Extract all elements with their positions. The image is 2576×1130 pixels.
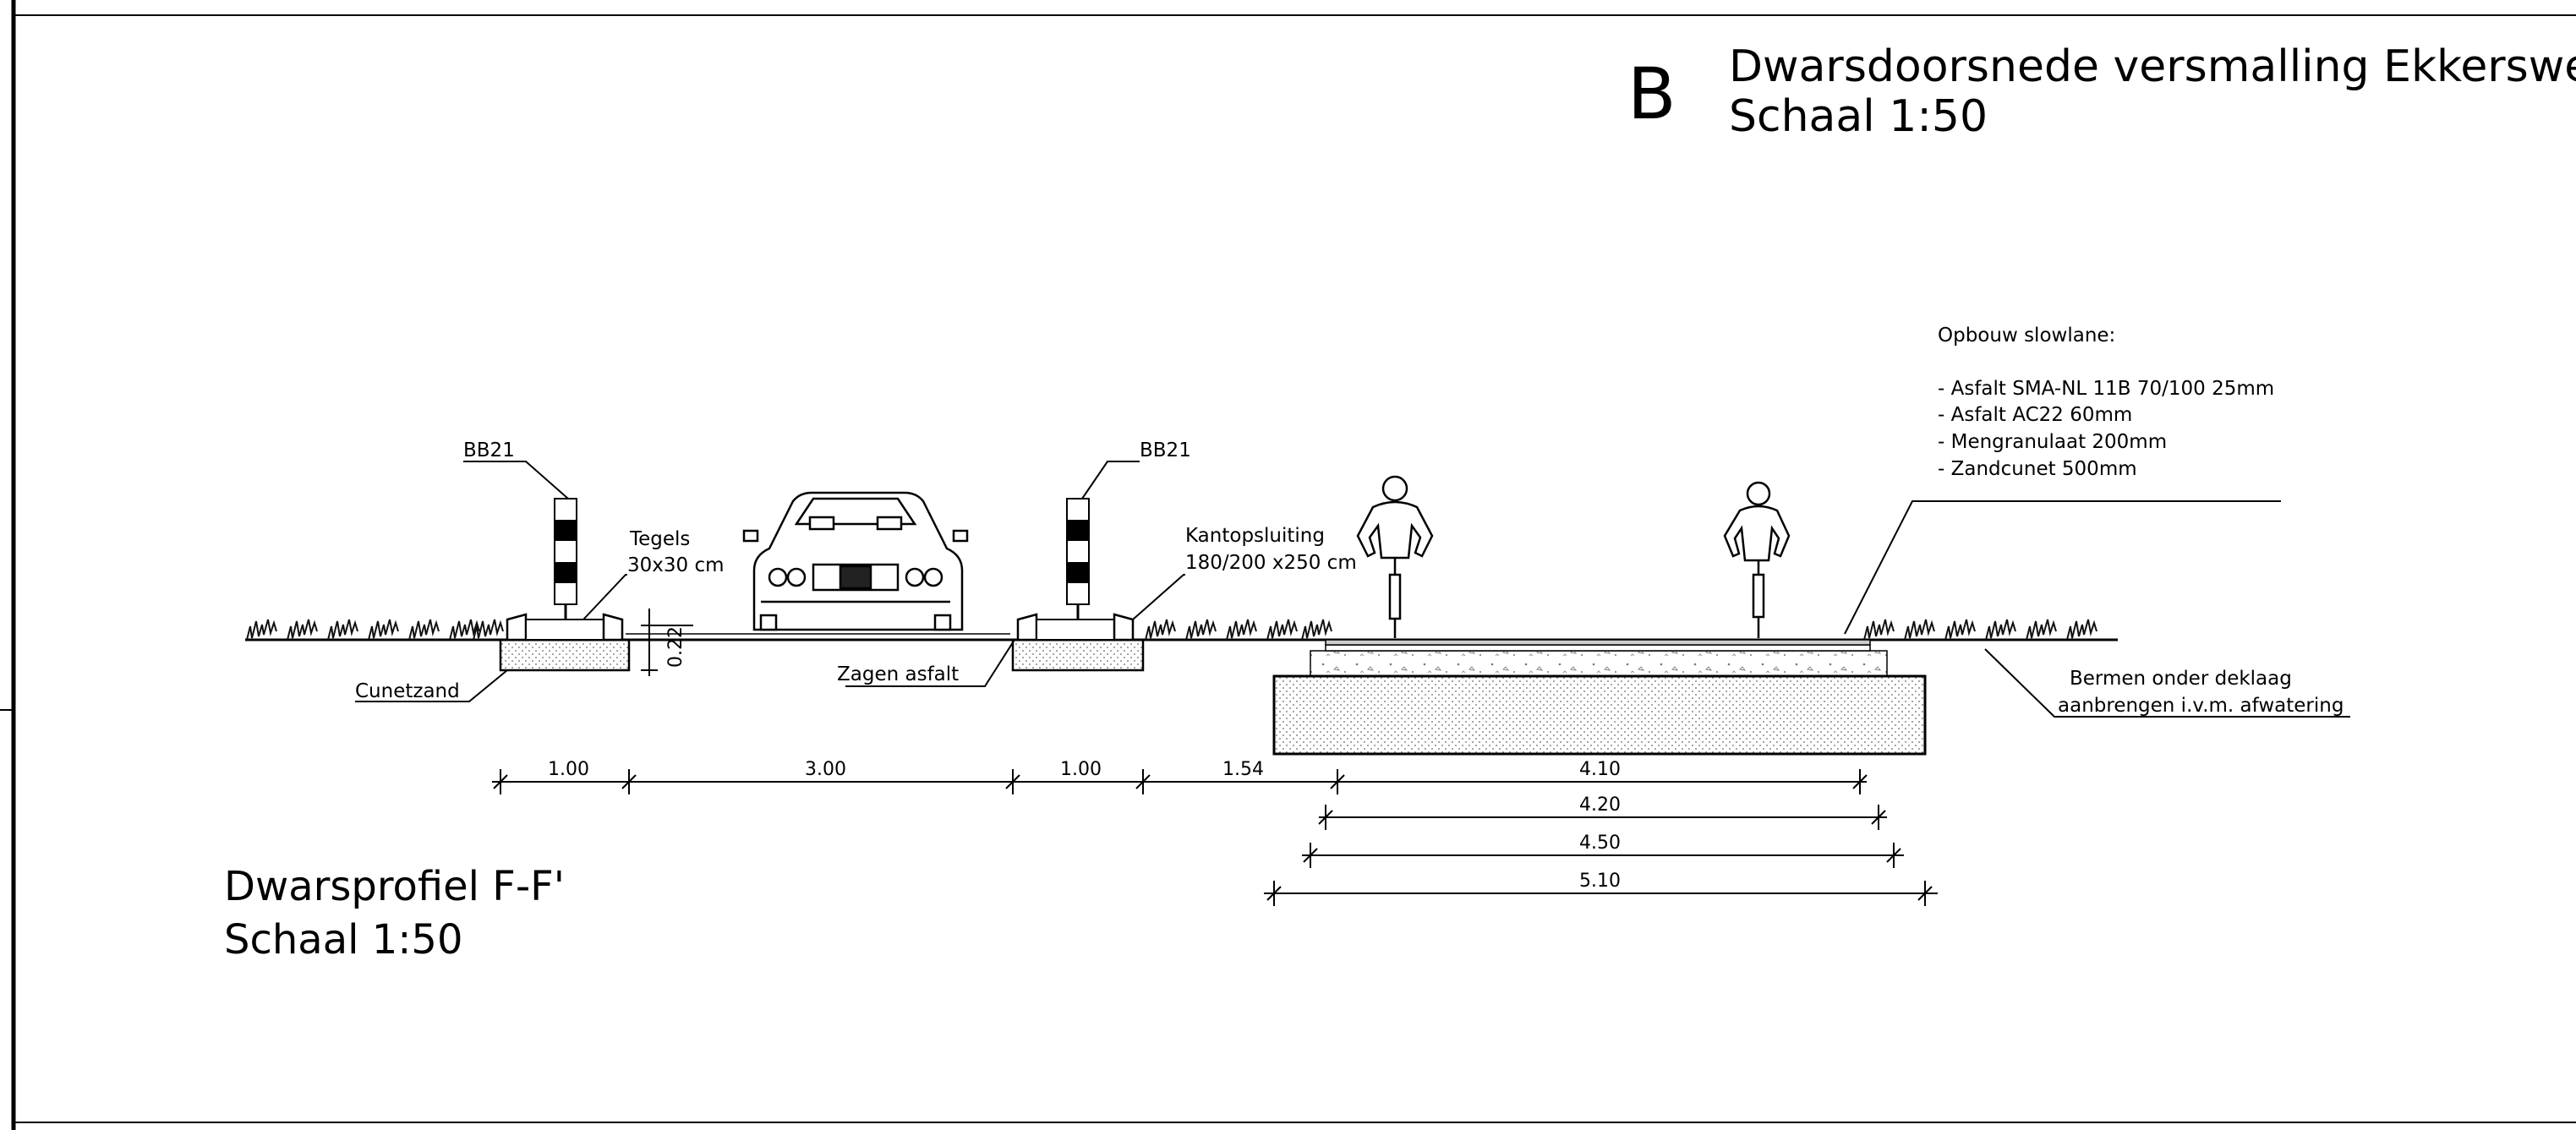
grass-middle	[1145, 619, 1332, 641]
dimension-label: 4.20	[1579, 794, 1621, 816]
buildup-item: - Zandcunet 500mm	[1938, 458, 2137, 480]
buildup-title: Opbouw slowlane:	[1938, 325, 2115, 347]
bermen-label-line2: aanbrengen i.v.m. afwatering	[2058, 695, 2344, 717]
bb21-right-label: BB21	[1140, 439, 1191, 461]
dimension-label: 1.00	[1060, 759, 1102, 780]
grass-right	[1863, 619, 2097, 641]
buildup-item: - Asfalt AC22 60mm	[1938, 404, 2132, 426]
height-022-label: 0.22	[665, 626, 686, 668]
left-foundation	[499, 613, 631, 672]
drawing-title: Dwarsdoorsnede versmalling Ekkersweijer	[1729, 41, 2576, 92]
bermen-label-line1: Bermen onder deklaag	[2070, 668, 2292, 690]
right-foundation	[1011, 613, 1145, 672]
car-icon	[742, 491, 969, 631]
dimension-lines	[492, 769, 1938, 906]
cunetzand-label: Cunetzand	[355, 680, 460, 702]
profile-scale: Schaal 1:50	[224, 916, 463, 964]
height-dimension	[641, 609, 658, 676]
cyclist-icon	[1723, 481, 1791, 638]
buildup-item: - Mengranulaat 200mm	[1938, 431, 2167, 453]
beacon-right	[1066, 498, 1090, 620]
zagen-asfalt-label: Zagen asfalt	[837, 663, 959, 685]
dimension-label: 5.10	[1579, 871, 1621, 892]
grass-left	[246, 619, 504, 641]
buildup-list: Opbouw slowlane: - Asfalt SMA-NL 11B 70/…	[1938, 325, 2274, 480]
dimension-label: 4.50	[1579, 832, 1621, 854]
kantopsluiting-label-line1: Kantopsluiting	[1185, 525, 1325, 547]
bb21-left-label: BB21	[463, 439, 515, 461]
slowlane-layers	[1272, 639, 1927, 756]
cyclist-icon	[1356, 475, 1434, 638]
dimension-label: 3.00	[805, 759, 846, 780]
detail-letter: B	[1627, 52, 1676, 135]
kantopsluiting-label-line2: 180/200 x250 cm	[1185, 552, 1357, 574]
tegels-label-line2: 30x30 cm	[627, 554, 725, 576]
beacon-left	[554, 498, 577, 620]
drawing-scale: Schaal 1:50	[1729, 91, 1988, 142]
profile-title: Dwarsprofiel F-F'	[224, 863, 565, 910]
tegels-label-line1: Tegels	[629, 528, 690, 550]
buildup-item: - Asfalt SMA-NL 11B 70/100 25mm	[1938, 378, 2274, 400]
dimension-label: 1.54	[1222, 759, 1264, 780]
dimension-label: 1.00	[548, 759, 589, 780]
dimension-label: 4.10	[1579, 759, 1621, 780]
